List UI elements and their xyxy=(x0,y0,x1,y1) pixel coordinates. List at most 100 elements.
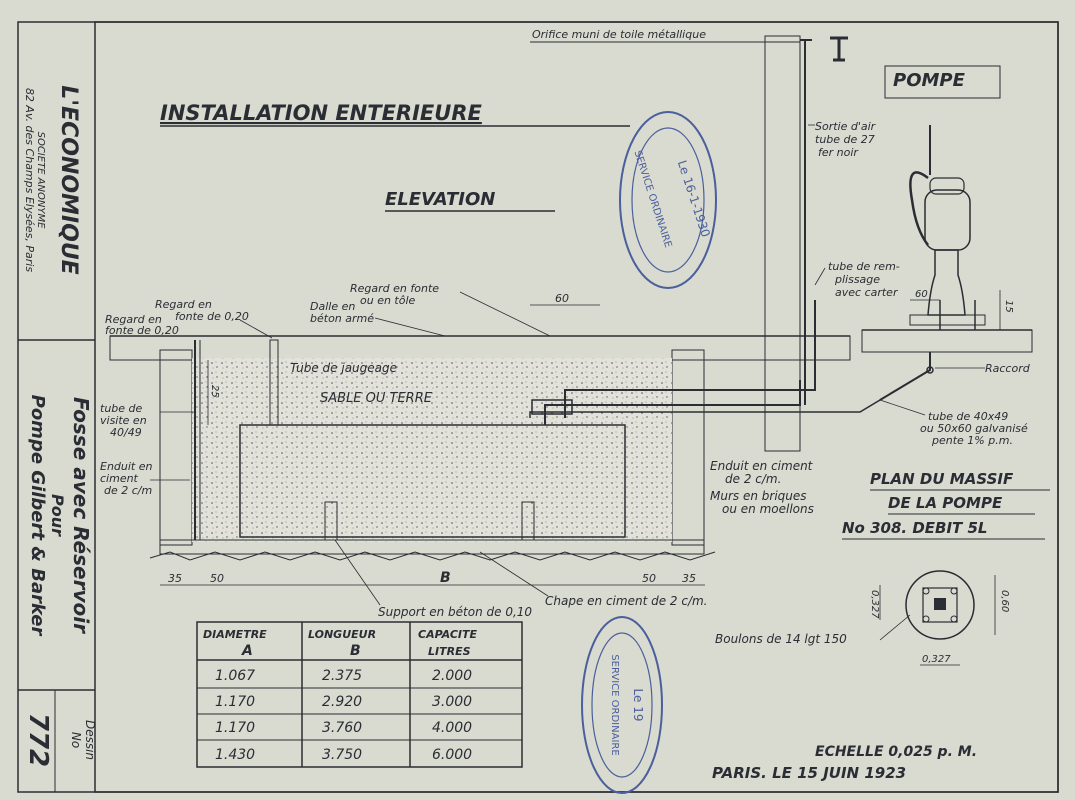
label-enduit-left-3: de 2 c/m xyxy=(104,484,152,497)
tank-support-right xyxy=(521,501,535,541)
pump-dim-60-label: 60 xyxy=(915,289,928,300)
dessin-label: Dessin xyxy=(83,720,97,760)
table-header-3-line1: CAPACITE xyxy=(418,628,477,641)
label-sortie-2: tube de 27 xyxy=(815,133,875,146)
pump-plan xyxy=(905,570,975,640)
label-regard-020-1: Regard en xyxy=(155,298,212,311)
plan-heading-2: DE LA POMPE xyxy=(888,494,1003,512)
label-tube-40-2: ou 50x60 galvanisé xyxy=(920,422,1028,435)
table-header-3-line2: LITRES xyxy=(428,645,471,658)
table-row-4-a: 1.430 xyxy=(215,747,255,763)
inner-frame xyxy=(94,21,1059,793)
label-dalle-1: Dalle en xyxy=(310,300,355,313)
table-row-1-c: 2.000 xyxy=(432,668,472,684)
subject-line-2: Pour xyxy=(48,494,67,537)
subject-line-1: Fosse avec Réservoir xyxy=(69,397,93,634)
right-wall xyxy=(671,349,705,546)
pompe-heading: POMPE xyxy=(893,70,966,91)
label-regard-en-1: Regard en xyxy=(105,313,162,326)
bottom-earth xyxy=(149,551,716,561)
chape-leader xyxy=(479,551,549,597)
bottom-chape xyxy=(159,539,705,555)
gauge-tube xyxy=(269,339,279,426)
ground-slab xyxy=(109,335,851,361)
stamp-top-line2: SERVICE ORDINAIRE xyxy=(631,149,673,249)
dim-60-top: 60 xyxy=(555,292,569,305)
stamp-bottom-line1: Le 19 xyxy=(631,689,645,722)
dim-50-right: 50 xyxy=(642,572,656,585)
subject-line-3: Pompe Gilbert & Barker xyxy=(27,395,48,637)
label-enduit-right-2: de 2 c/m. xyxy=(725,472,781,486)
plan-dim-0327-h: 0,327 xyxy=(922,654,951,665)
vent-cap xyxy=(830,36,848,62)
label-raccord: Raccord xyxy=(985,362,1031,375)
table-row-4-b: 3.750 xyxy=(322,747,362,763)
boulons-leader xyxy=(879,614,911,641)
label-tube-jaugeage: Tube de jaugeage xyxy=(290,361,397,375)
main-heading: INSTALLATION ENTERIEURE xyxy=(160,101,482,125)
pump-drawing xyxy=(861,125,1033,401)
label-enduit-left-2: ciment xyxy=(100,472,139,485)
stamp-bottom: Le 19 SERVICE ORDINAIRE xyxy=(581,616,663,794)
label-orifice: Orifice muni de toile métallique xyxy=(532,28,706,41)
table-row-2-c: 3.000 xyxy=(432,694,472,710)
label-murs-2: ou en moellons xyxy=(722,502,814,516)
tube-40-leader xyxy=(879,399,926,416)
label-tube-visite-3: 40/49 xyxy=(110,426,142,439)
label-dalle-2: béton armé xyxy=(310,312,374,325)
dessin-number: 772 xyxy=(23,713,53,767)
company-name: L'ECONOMIQUE xyxy=(56,85,81,274)
scale-text: ECHELLE 0,025 p. M. xyxy=(815,744,977,760)
label-regard-en-2: fonte de 0,20 xyxy=(105,324,179,337)
tank xyxy=(239,424,626,538)
regard-fonte-leader xyxy=(459,291,551,337)
elevation-heading: ELEVATION xyxy=(385,189,495,210)
label-tube-40-3: pente 1% p.m. xyxy=(931,434,1013,447)
label-enduit-right-1: Enduit en ciment xyxy=(710,459,814,473)
left-wall xyxy=(159,349,193,546)
label-tube-40-1: tube de 40x49 xyxy=(928,410,1008,423)
table-row-3-b: 3.760 xyxy=(322,720,362,736)
remplissage-leader xyxy=(814,267,826,286)
date-text: PARIS. LE 15 JUIN 1923 xyxy=(712,764,906,782)
fill-pipe-2 xyxy=(564,300,816,418)
regard-020-leader xyxy=(239,319,273,339)
stamp-top-line1: Le 16-1-1930 xyxy=(675,159,713,239)
plan-heading-1: PLAN DU MASSIF xyxy=(870,470,1014,488)
dim-50-left: 50 xyxy=(210,572,224,585)
label-enduit-left-1: Enduit en xyxy=(100,460,153,473)
label-sable: SABLE OU TERRE xyxy=(320,391,433,406)
capacity-table xyxy=(196,621,523,768)
label-sortie-1: Sortie d'air xyxy=(815,120,877,133)
company-address: 82 Av. des Champs Elysées, Paris xyxy=(23,88,36,272)
table-row-1-a: 1.067 xyxy=(215,668,255,684)
plan-dim-060: 0,60 xyxy=(999,590,1010,612)
table-row-1-b: 2.375 xyxy=(322,668,362,684)
support-leader xyxy=(334,539,381,606)
tank-support-left xyxy=(324,501,338,541)
label-murs-1: Murs en briques xyxy=(710,489,807,503)
dim-25: 25 xyxy=(209,385,220,398)
pit-fill xyxy=(192,358,672,542)
plan-dim-0327-v: 0,327 xyxy=(869,590,880,619)
pipe-cap xyxy=(531,399,573,415)
table-row-2-b: 2.920 xyxy=(322,694,362,710)
dessin-no-label: No xyxy=(69,732,83,748)
label-tube-remplissage-3: avec carter xyxy=(835,286,899,299)
pump-dim-15-label: 15 xyxy=(1003,300,1014,313)
company-type: SOCIETE ANONYME xyxy=(35,132,46,229)
dalle-leader xyxy=(374,317,446,337)
label-tube-remplissage-1: tube de rem- xyxy=(828,260,900,273)
label-tube-visite-1: tube de xyxy=(100,402,143,415)
dim-35-right: 35 xyxy=(682,572,696,585)
label-support: Support en béton de 0,10 xyxy=(378,605,532,619)
dim-35-left: 35 xyxy=(168,572,182,585)
stamp-top: Le 16-1-1930 SERVICE ORDINAIRE xyxy=(619,111,717,289)
label-tube-visite-2: visite en xyxy=(100,414,147,427)
label-sortie-3: fer noir xyxy=(818,146,859,159)
pompe-heading-box xyxy=(884,65,1001,99)
table-header-2-line2: B xyxy=(350,643,361,659)
label-tube-remplissage-2: plissage xyxy=(834,273,880,286)
label-boulons: Boulons de 14 lgt 150 xyxy=(715,632,847,646)
table-row-3-a: 1.170 xyxy=(215,720,255,736)
